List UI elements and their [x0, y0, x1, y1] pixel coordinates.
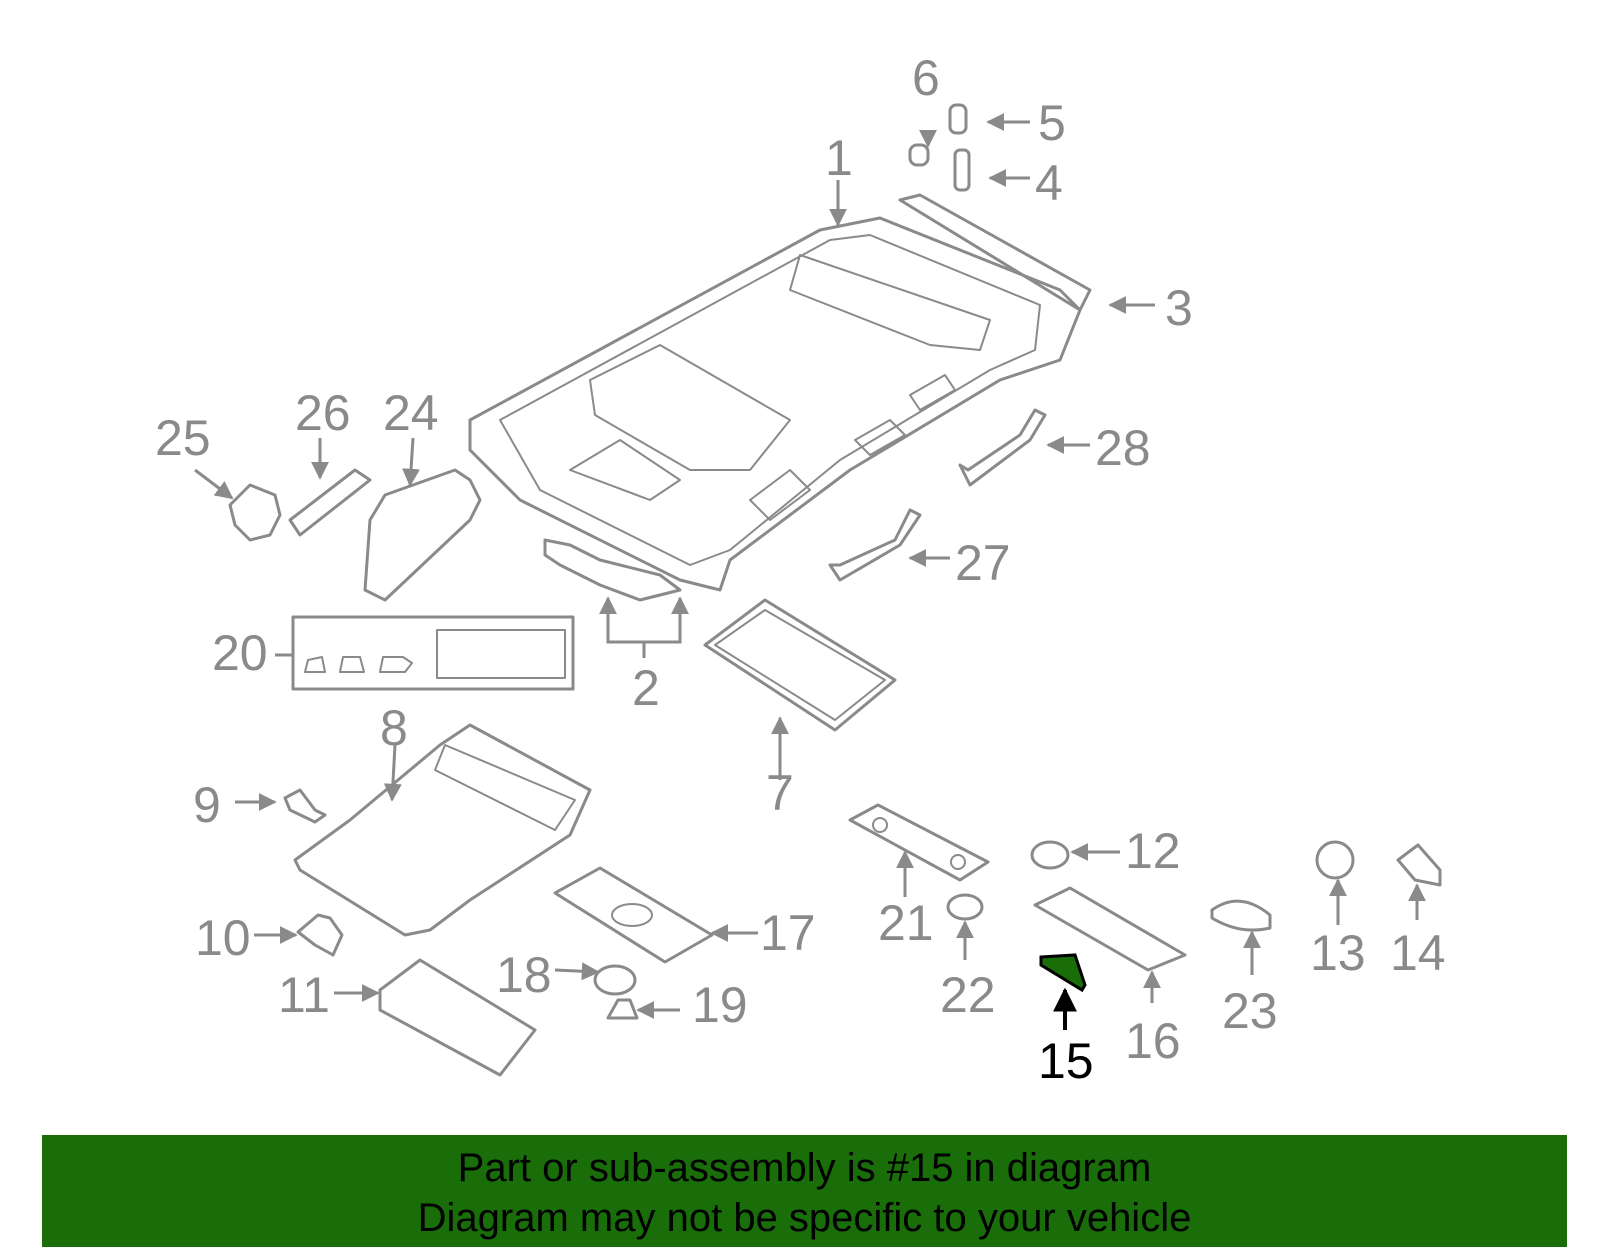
clip-part-9 [283, 788, 327, 824]
callout-1: 1 [825, 130, 853, 186]
grab-handle-part-27 [828, 508, 922, 582]
parts-diagram: 1 2 3 4 5 6 7 8 9 10 11 12 13 14 15 16 1… [155, 50, 1446, 1089]
callout-10: 10 [195, 910, 251, 966]
fastener-part-19 [606, 998, 639, 1020]
info-banner: Part or sub-assembly is #15 in diagram D… [40, 1133, 1569, 1249]
callout-4: 4 [1035, 155, 1063, 211]
callout-9: 9 [193, 777, 221, 833]
sun-visor-part-24 [363, 468, 482, 602]
callout-7: 7 [766, 765, 794, 821]
clip-part-6 [908, 143, 930, 167]
callout-14: 14 [1390, 925, 1446, 981]
callout-labels: 1 2 3 4 5 6 7 8 9 10 11 12 13 14 15 16 1… [155, 50, 1446, 1089]
grab-handle-part-28 [958, 408, 1047, 487]
clip-part-4 [953, 148, 971, 192]
callout-21: 21 [878, 895, 934, 951]
callout-19: 19 [692, 977, 748, 1033]
bezel-part-23 [1210, 899, 1272, 932]
bracket-part-10 [296, 913, 344, 957]
callout-17: 17 [760, 905, 816, 961]
vanity-mirror-part-26 [288, 468, 372, 537]
callout-23: 23 [1222, 983, 1278, 1039]
callout-2: 2 [632, 660, 660, 716]
banner-line-disclaimer: Diagram may not be specific to your vehi… [417, 1196, 1192, 1240]
callout-22: 22 [940, 967, 996, 1023]
pad-part-16 [1033, 886, 1187, 972]
clip-part-13 [1315, 840, 1355, 880]
headliner-part-1 [468, 216, 1082, 592]
callout-28: 28 [1095, 420, 1151, 476]
callout-5: 5 [1038, 95, 1066, 151]
rear-trim-part-3 [898, 193, 1092, 312]
callout-11: 11 [278, 967, 330, 1023]
highlighted-part-15 [1039, 953, 1087, 993]
callout-15: 15 [1038, 1033, 1094, 1089]
banner-line-part-reference: Part or sub-assembly is #15 in diagram [457, 1146, 1152, 1190]
pad-part-17 [553, 866, 714, 964]
clip-part-5 [948, 103, 968, 135]
sunroof-seal-part-7 [703, 598, 897, 732]
callout-13: 13 [1310, 925, 1366, 981]
callout-16: 16 [1125, 1013, 1181, 1069]
callout-6: 6 [912, 50, 940, 106]
clip-part-12 [1030, 840, 1070, 870]
callout-25: 25 [155, 410, 211, 466]
callout-26: 26 [295, 385, 351, 441]
leader-lines [194, 113, 1426, 1030]
cap-part-22 [946, 893, 984, 921]
callout-24: 24 [383, 385, 439, 441]
strip-part-21 [848, 803, 990, 882]
callout-20: 20 [212, 625, 268, 681]
callout-3: 3 [1165, 280, 1193, 336]
callout-8: 8 [380, 700, 408, 756]
bracket-part-2 [543, 538, 682, 602]
overhead-console-part-8 [293, 723, 592, 937]
module-part-11 [378, 958, 537, 1077]
clip-part-14 [1396, 843, 1442, 887]
cap-part-18 [593, 964, 637, 996]
callout-18: 18 [496, 947, 552, 1003]
callout-27: 27 [955, 535, 1011, 591]
callout-12: 12 [1125, 823, 1181, 879]
visor-bracket-part-25 [228, 483, 282, 542]
kit-box-part-20 [291, 615, 575, 691]
